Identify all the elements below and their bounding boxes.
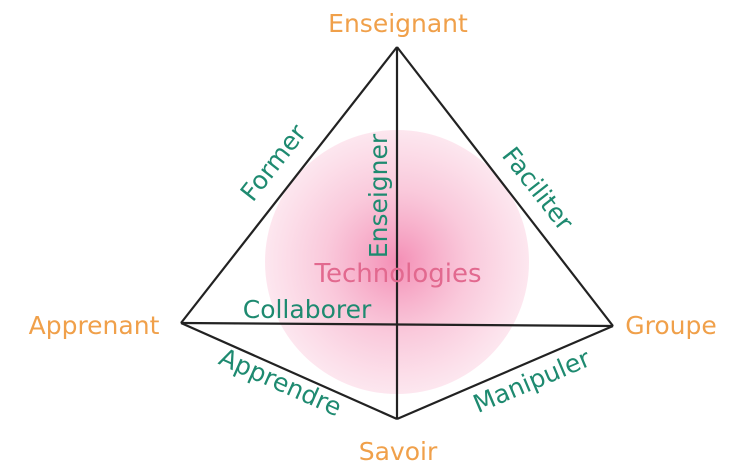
edge-line-top-right (396, 46, 614, 327)
edge-line-left-bottom (180, 321, 398, 421)
edge-line-left-right (180, 321, 614, 328)
edge-line-top-left (180, 46, 398, 324)
vertex-label-left: Apprenant (29, 311, 160, 340)
vertex-label-top: Enseignant (328, 9, 468, 38)
edge-line-right-bottom (396, 324, 614, 421)
edge-label-collaborer: Collaborer (243, 295, 372, 324)
vertex-label-bottom: Savoir (359, 437, 438, 465)
center-label: Technologies (313, 259, 481, 289)
edge-label-enseigner: Enseigner (364, 133, 393, 258)
vertex-label-right: Groupe (625, 311, 717, 340)
tetrahedron-edges (180, 46, 614, 421)
